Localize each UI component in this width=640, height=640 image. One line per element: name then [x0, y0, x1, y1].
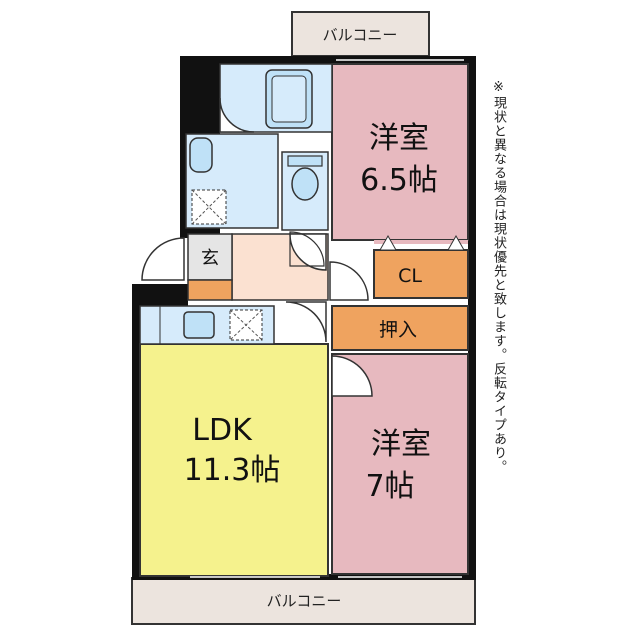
bath-door-swing-icon	[219, 97, 255, 133]
closet-door-swing-icon	[329, 261, 369, 301]
disclaimer-note: ※現状と異なる場合は現状優先と致します。反転タイプあり。	[491, 80, 506, 474]
wall-left-lower	[132, 284, 140, 580]
kitchen-sink-icon	[183, 311, 215, 339]
bottom-balcony: バルコニー	[131, 577, 476, 625]
bottom-balcony-label: バルコニー	[267, 592, 342, 610]
closet-door-right	[447, 234, 465, 251]
entrance-door-swing-icon	[141, 237, 185, 281]
washbasin-icon	[189, 137, 213, 173]
ldk-door-swing-icon	[285, 301, 327, 343]
wall-left-step	[132, 284, 188, 306]
toilet-icon	[291, 167, 319, 201]
western-room-lower-name: 洋室	[371, 427, 431, 462]
top-balcony-label: バルコニー	[323, 26, 398, 44]
ldk-size: 11.3帖	[184, 453, 281, 488]
ldk-room	[139, 343, 329, 577]
hall-door-swing-icon	[289, 233, 327, 271]
closet-label: CL	[398, 265, 422, 287]
door-swing-icon	[331, 355, 373, 397]
entrance-label: 玄	[201, 248, 219, 269]
closet-door-left	[379, 234, 397, 251]
western-room-upper-name: 洋室	[369, 121, 429, 156]
entrance-step	[187, 279, 233, 301]
western-room-upper-size: 6.5帖	[360, 163, 438, 198]
wall-top-band	[180, 56, 475, 64]
top-balcony: バルコニー	[291, 11, 430, 57]
wall-right	[468, 56, 476, 580]
closet	[373, 249, 469, 299]
ldk-name: LDK	[192, 413, 253, 448]
toilet-door-swing-icon	[289, 231, 325, 267]
western-room-lower-size: 7帖	[365, 469, 414, 504]
storage-label: 押入	[379, 319, 417, 341]
toilet-tank	[287, 155, 323, 167]
storage-closet	[331, 305, 469, 351]
